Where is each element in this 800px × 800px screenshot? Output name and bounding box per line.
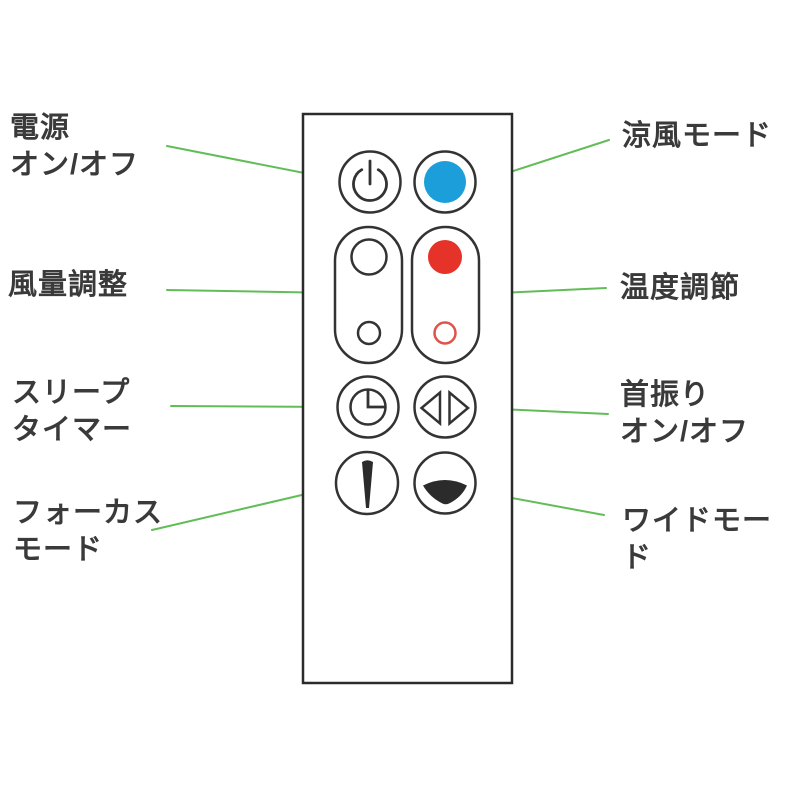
cool-mode-button: [413, 150, 477, 214]
red-dot-icon: [428, 240, 462, 274]
airflow-rocker: [333, 225, 404, 365]
temperature-rocker-outline: [410, 225, 481, 365]
left-triangle-icon: [419, 389, 442, 427]
small-circle-icon: [356, 320, 382, 346]
power-button-ring: [338, 150, 402, 214]
label-cool-mode: 涼風モード: [622, 120, 773, 152]
label-focus-mode: フォーカス モード: [13, 497, 164, 566]
oscillation-button-ring: [413, 375, 477, 439]
clock-icon: [349, 388, 387, 426]
large-circle-icon: [350, 238, 388, 276]
sleep-timer-button: [336, 375, 400, 439]
airflow-rocker-outline: [333, 225, 404, 365]
power-icon-arc: [352, 168, 388, 202]
label-oscillation: 首振り オン/オフ: [620, 379, 750, 448]
blue-dot-icon: [424, 161, 466, 203]
clock-icon-hands: [366, 389, 386, 409]
narrow-beam-icon: [362, 460, 373, 508]
red-ring-icon: [433, 321, 457, 345]
temperature-rocker: [410, 225, 481, 365]
cool-mode-button-ring: [413, 150, 477, 214]
wide-mode-button-ring: [413, 451, 477, 515]
oscillation-button: [413, 375, 477, 439]
wide-mode-button: [413, 451, 477, 515]
focus-mode-button-ring: [334, 450, 400, 516]
left-right-triangles-icon: [419, 389, 470, 427]
remote-control-body: [301, 112, 514, 685]
right-triangle-icon: [448, 389, 470, 427]
sleep-timer-button-ring: [336, 375, 400, 439]
label-temperature: 温度調節: [620, 272, 741, 304]
wide-fan-icon: [423, 480, 467, 505]
label-wide-mode: ワイドモード: [622, 505, 773, 574]
power-button: [338, 150, 402, 214]
power-icon: [352, 159, 388, 202]
label-airflow-adjust: 風量調整: [8, 269, 129, 301]
focus-mode-button: [334, 450, 400, 516]
label-power-on-off: 電源 オン/オフ: [10, 112, 140, 181]
label-sleep-timer: スリープ タイマー: [12, 377, 133, 446]
